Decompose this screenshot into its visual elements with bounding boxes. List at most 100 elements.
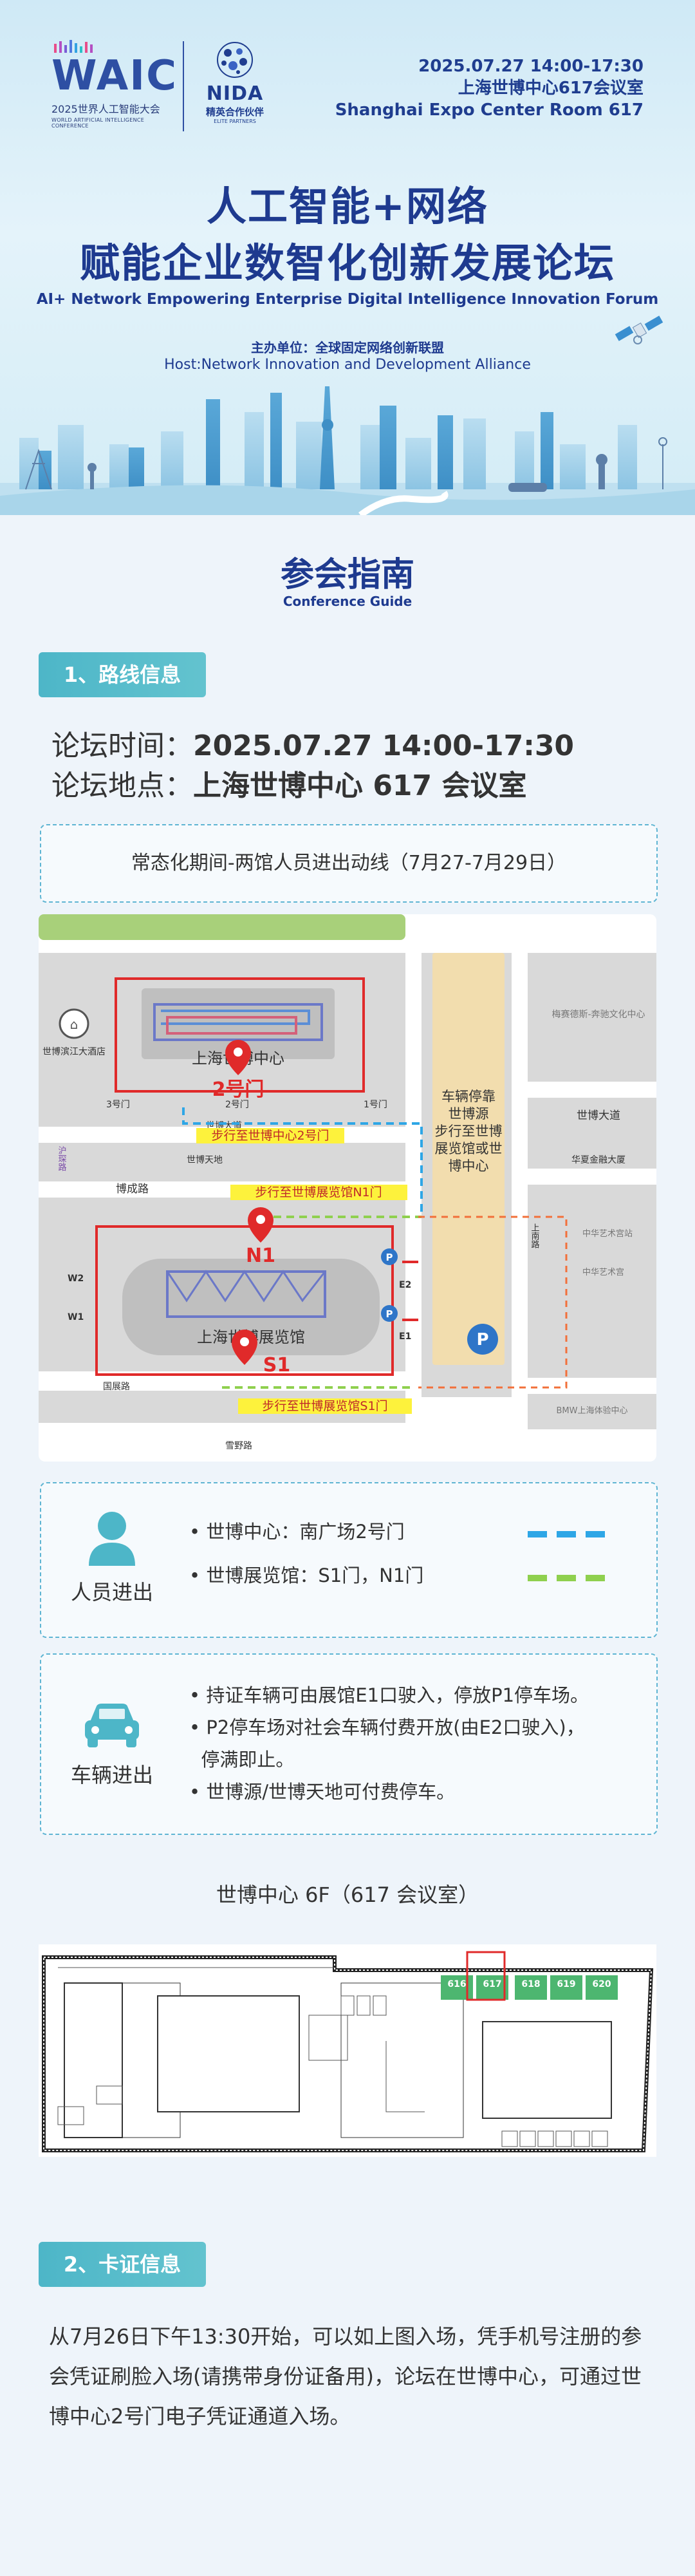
city-skyline-illustration <box>0 386 695 515</box>
forum-place: 论坛地点：上海世博中心 617 会议室 <box>51 762 526 804</box>
header-banner: WAIC 2025世界人工智能大会 WORLD ARTIFICIAL INTEL… <box>0 0 695 515</box>
room-619: 619 <box>557 1979 575 1989</box>
svg-text:P: P <box>386 1252 393 1263</box>
waic-subtitle: 2025世界人工智能大会 <box>51 103 160 115</box>
floor-title: 世博中心 6F（617 会议室） <box>216 1883 479 1907</box>
map-bmw: BMW上海体验中心 <box>557 1406 628 1416</box>
parking-line-2: 世博源 <box>449 1106 489 1122</box>
people-item-1: • 世博中心：南广场2号门 <box>189 1521 405 1543</box>
svg-text:⌂: ⌂ <box>70 1017 79 1032</box>
vehicle-item-1: • 持证车辆可由展馆E1口驶入，停放P1停车场。 <box>189 1684 589 1706</box>
vehicle-access-box: 车辆进出 • 持证车辆可由展馆E1口驶入，停放P1停车场。 • P2停车场对社会… <box>40 1653 658 1835</box>
forum-time-value: 2025.07.27 14:00-17:30 <box>193 729 575 762</box>
map-gate2-small: 2号门 <box>225 1100 249 1110</box>
route-vehicle <box>418 1216 568 1389</box>
forum-title-line2: 赋能企业数智化创新发展论坛 <box>79 240 615 287</box>
waic-logo: WAIC 2025世界人工智能大会 WORLD ARTIFICIAL INTEL… <box>51 40 178 129</box>
room-616: 616 <box>447 1979 466 1989</box>
person-icon <box>89 1512 135 1566</box>
map-gate-e2: E2 <box>399 1280 411 1290</box>
map-zhonghua-art: 中华艺术宫 <box>582 1268 624 1277</box>
guide-title: 参会指南 <box>280 556 414 594</box>
pin-gate2 <box>225 1040 251 1075</box>
venue-route-map: P 车辆停靠 世博源 步行至世博 展览馆或世 博中心 上海世博中心 ⌂ 世博滨江… <box>39 914 656 1462</box>
event-info: 2025.07.27 14:00-17:30 上海世博中心617会议室 Shan… <box>335 55 644 121</box>
host-en: Host:Network Innovation and Development … <box>164 357 531 373</box>
forum-title-en: AI+ Network Empowering Enterprise Digita… <box>36 291 659 308</box>
map-hotel: 世博滨江大酒店 <box>42 1046 106 1057</box>
map-road-guozhan: 国展路 <box>103 1382 130 1392</box>
pin-n1 <box>248 1207 273 1243</box>
nida-logo: NIDA 精英合作伙伴 ELITE PARTNERS <box>193 40 277 124</box>
map-zhonghua-station: 中华艺术宫站 <box>582 1229 633 1239</box>
pin-s1 <box>232 1330 257 1365</box>
people-item-2: • 世博展览馆：S1门，N1门 <box>189 1565 424 1586</box>
room-618: 618 <box>521 1979 540 1989</box>
route-expo-center <box>182 1107 423 1217</box>
parking-line-3: 步行至世博 <box>435 1123 503 1139</box>
period-text: 常态化期间-两馆人员进出动线（7月27-7月29日） <box>131 852 567 874</box>
map-gate-w2: W2 <box>68 1274 84 1284</box>
map-gate-e1: E1 <box>399 1331 411 1342</box>
map-gate1: 1号门 <box>364 1100 387 1110</box>
tag-to-center: 步行至世博中心2号门 <box>211 1129 329 1143</box>
room-620: 620 <box>592 1979 611 1989</box>
people-access-box: 人员进出 • 世博中心：南广场2号门 • 世博展览馆：S1门，N1门 <box>40 1482 658 1638</box>
nida-mark-icon <box>217 42 253 78</box>
vehicle-item-2b: 停满即止。 <box>189 1749 295 1771</box>
event-venue-cn: 上海世博中心617会议室 <box>458 79 644 98</box>
vehicle-item-3: • 世博源/世博天地可付费停车。 <box>189 1781 456 1803</box>
waic-subtitle-en: WORLD ARTIFICIAL INTELLIGENCE CONFERENCE <box>51 117 145 129</box>
host-cn: 主办单位：全球固定网络创新联盟 <box>251 340 444 355</box>
vehicle-label: 车辆进出 <box>70 1763 153 1787</box>
forum-place-value: 上海世博中心 617 会议室 <box>193 769 527 802</box>
forum-time: 论坛时间：2025.07.27 14:00-17:30 <box>51 722 574 764</box>
map-road-xuewu: 雪野路 <box>225 1441 252 1451</box>
map-s1: S1 <box>263 1354 290 1377</box>
map-huaxia: 华夏金融大厦 <box>571 1155 626 1165</box>
floor-plan-6f: 616 617 618 619 620 <box>39 1944 656 2157</box>
nida-partner-en: ELITE PARTNERS <box>214 118 256 124</box>
forum-time-label: 论坛时间： <box>51 729 193 762</box>
map-road-shangnan: 上南路 <box>530 1223 540 1248</box>
satellite-icon <box>615 315 663 344</box>
parking-p-icons: P P <box>381 1248 398 1322</box>
section-route-label: 1、路线信息 <box>39 652 206 697</box>
waic-bars-icon <box>54 40 93 53</box>
card-info-text: 从7月26日下午13:30开始，可以如上图入场，凭手机号注册的参会凭证刷脸入场(… <box>49 2324 642 2429</box>
tag-to-n1: 步行至世博展览馆N1门 <box>255 1185 382 1199</box>
parking-line-5: 博中心 <box>449 1158 489 1174</box>
forum-title-line1: 人工智能+网络 <box>207 183 488 230</box>
legend-green-dash <box>528 1575 605 1581</box>
section-card-label: 2、卡证信息 <box>39 2242 206 2287</box>
svg-text:P: P <box>386 1308 393 1320</box>
event-date: 2025.07.27 14:00-17:30 <box>418 57 644 76</box>
nida-wordmark: NIDA <box>206 82 264 105</box>
legend-blue-dash <box>528 1531 605 1537</box>
parking-line-4: 展览馆或世 <box>435 1141 503 1156</box>
people-label: 人员进出 <box>70 1580 153 1604</box>
map-gate3: 3号门 <box>106 1100 130 1110</box>
map-n1: N1 <box>246 1245 275 1267</box>
vehicle-col: 车辆进出 <box>67 1698 157 1789</box>
parking-line-1: 车辆停靠 <box>441 1089 496 1104</box>
vehicle-item-2: • P2停车场对社会车辆付费开放(由E2口驶入)， <box>189 1716 585 1738</box>
waic-wordmark: WAIC <box>51 52 178 100</box>
room-617: 617 <box>483 1979 501 1989</box>
event-venue-en: Shanghai Expo Center Room 617 <box>335 100 644 120</box>
map-road-expo-right: 世博大道 <box>577 1109 620 1122</box>
map-culture-center: 梅赛德斯-奔驰文化中心 <box>551 1010 645 1020</box>
guide-subtitle: Conference Guide <box>283 594 412 609</box>
people-col: 人员进出 <box>67 1509 157 1606</box>
map-shibo-tiandi: 世博天地 <box>187 1154 223 1165</box>
map-gate2: 2号门 <box>212 1078 264 1101</box>
map-road-bocheng: 博成路 <box>116 1183 149 1196</box>
forum-place-label: 论坛地点： <box>51 769 193 802</box>
car-icon <box>85 1704 139 1747</box>
logo-divider <box>183 41 184 131</box>
tag-to-s1: 步行至世博展览馆S1门 <box>262 1399 387 1413</box>
parking-marker-p: P <box>476 1330 488 1349</box>
period-box: 常态化期间-两馆人员进出动线（7月27-7月29日） <box>40 824 658 903</box>
map-walk-route: 沪琛路 <box>57 1145 67 1171</box>
